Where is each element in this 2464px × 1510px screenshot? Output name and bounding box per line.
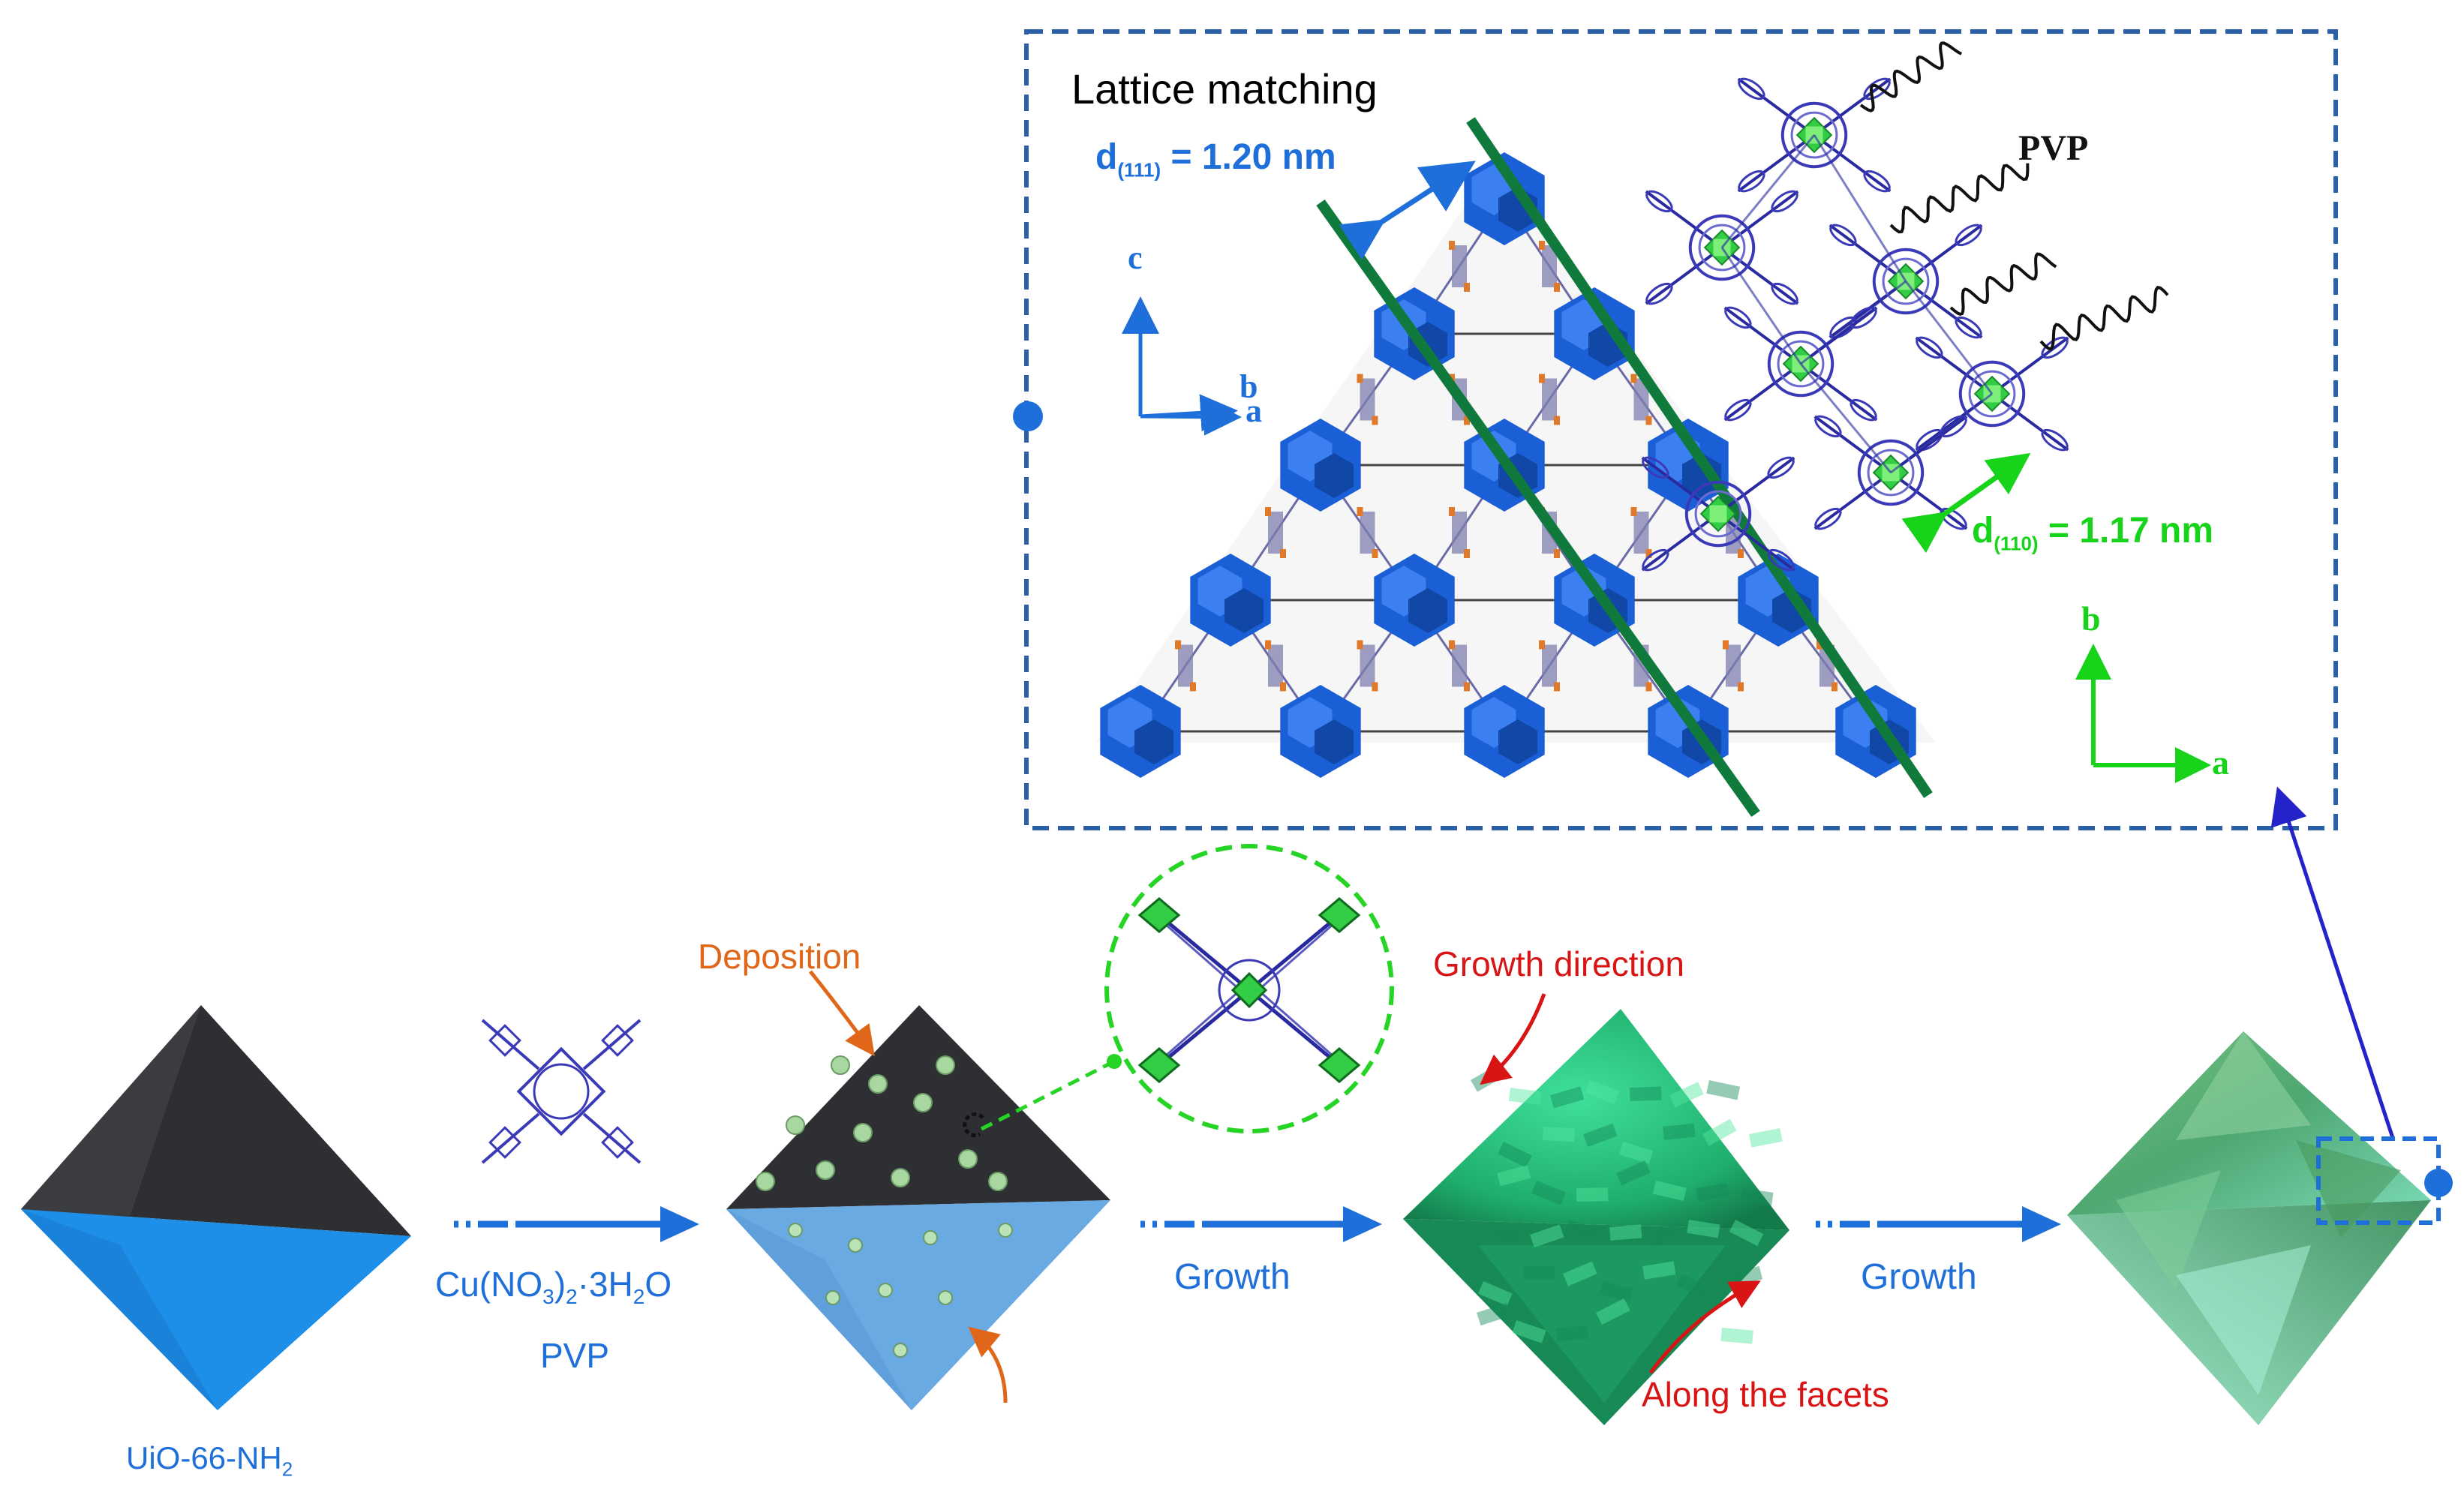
growth-label-1: Growth (1174, 1257, 1291, 1297)
deposition-arrow-bottom (968, 1326, 1008, 1403)
nucleus-dot (936, 1055, 955, 1075)
zr-cluster (1280, 419, 1361, 512)
nucleus-dot (853, 1123, 873, 1142)
reaction-arrow-1 (454, 1206, 699, 1242)
uio-octahedron (21, 1005, 411, 1410)
reaction-arrow-2 (1140, 1206, 1382, 1242)
cu-paddlewheel (1318, 1047, 1361, 1083)
growth-direction-label: Growth direction (1433, 944, 1684, 983)
along-facets-arrow (1648, 1280, 1761, 1374)
d110-subscript: (110) (1994, 532, 2039, 555)
nucleus-dot (958, 1149, 978, 1169)
pvp-chain (1949, 252, 2057, 317)
cu-porphyrin-unit (1641, 456, 1795, 572)
nucleus-dot (938, 1290, 953, 1305)
axis-right-b: b (2081, 599, 2101, 638)
deposition-arrow-top (809, 970, 875, 1057)
inset-handle-dot (1013, 401, 1043, 431)
nucleus-dot (868, 1074, 888, 1094)
lattice-plane-1 (1316, 199, 1760, 818)
zr-cluster (1190, 554, 1271, 647)
deposition-octahedron (726, 1005, 1110, 1410)
nucleus-dot (831, 1055, 850, 1075)
axis-right-a: a (2212, 743, 2229, 782)
cu-tcpp-nuclei (756, 1055, 1013, 1358)
d110-double-arrow (1901, 452, 2031, 554)
reagent-pvp: PVP (540, 1336, 610, 1375)
nucleus-dot (913, 1093, 933, 1112)
nucleus-dot (756, 1172, 775, 1191)
d110-symbol: d (1972, 511, 1994, 551)
axis-left-c: c (1128, 239, 1143, 276)
d110-value: = 1.17 nm (2038, 511, 2214, 551)
reagent-copper-nitrate: Cu(NO3)2·3H2O (435, 1265, 672, 1309)
nucleus-dot (988, 1172, 1008, 1191)
d111-value: = 1.20 nm (1161, 137, 1336, 177)
nucleus-dot (786, 1115, 805, 1135)
growth-label-2: Growth (1861, 1257, 1977, 1297)
nucleus-dot (923, 1230, 938, 1245)
lattice-plane-2 (1466, 117, 1933, 798)
d111-symbol: d (1095, 137, 1118, 177)
zoom-connector-arrow (2270, 786, 2396, 1141)
cu-paddlewheel (1318, 897, 1361, 933)
uio-label-sub: 2 (281, 1457, 293, 1481)
zr-cluster (1280, 685, 1361, 778)
d111-subscript: (111) (1117, 158, 1161, 182)
cu-center (1230, 971, 1268, 1009)
pvp-chain (1859, 41, 1963, 113)
zr-cluster (1100, 685, 1181, 778)
zr-cluster (1738, 554, 1819, 647)
nucleus-dot (891, 1168, 910, 1187)
nucleus-dot (893, 1343, 908, 1358)
nucleus-dot (816, 1160, 835, 1180)
d110-label: d(110) = 1.17 nm (1972, 510, 2213, 556)
nucleus-zoom-circle (980, 844, 1394, 1133)
growing-octahedron (1403, 1009, 1789, 1425)
nucleus-dot (788, 1223, 803, 1238)
pvp-label: PVP (2018, 128, 2089, 168)
deposition-label: Deposition (698, 937, 861, 976)
nucleus-dot (848, 1238, 863, 1253)
axis-left-b: b (1240, 368, 1258, 405)
d111-label: d(111) = 1.20 nm (1095, 137, 1336, 182)
tcpp-ligand-structure (481, 1019, 642, 1164)
cu-paddlewheel (1137, 897, 1181, 933)
pvp-chains (1859, 41, 2169, 351)
nucleus-dot (998, 1223, 1013, 1238)
reaction-arrow-3 (1816, 1206, 2061, 1242)
cu-porphyrin-unit (1645, 190, 1799, 305)
axis-pair-right (2075, 644, 2211, 783)
nucleus-dot (878, 1283, 893, 1298)
d111-double-arrow (1339, 161, 1476, 260)
zr-cluster (1554, 287, 1635, 380)
pvp-chain (2039, 285, 2169, 351)
zr-cluster (1464, 685, 1545, 778)
nucleus-dot (825, 1290, 840, 1305)
uio-label-main: UiO-66-NH (126, 1440, 282, 1475)
cu-paddlewheel (1137, 1047, 1181, 1083)
axis-left-a: a (1246, 392, 1262, 429)
zr-cluster (1374, 554, 1455, 647)
final-core-shell-octahedron (2067, 1031, 2453, 1425)
along-facets-label: Along the facets (1642, 1375, 1889, 1414)
growth-direction-arrow (1480, 993, 1546, 1085)
inset-title: Lattice matching (1071, 65, 1378, 113)
pvp-chain (1889, 163, 2030, 234)
cu-porphyrin-unit (1723, 306, 1878, 422)
axis-triad-left (1122, 296, 1242, 436)
lattice-inset (1013, 29, 2338, 830)
uio-label: UiO-66-NH2 (126, 1440, 293, 1481)
